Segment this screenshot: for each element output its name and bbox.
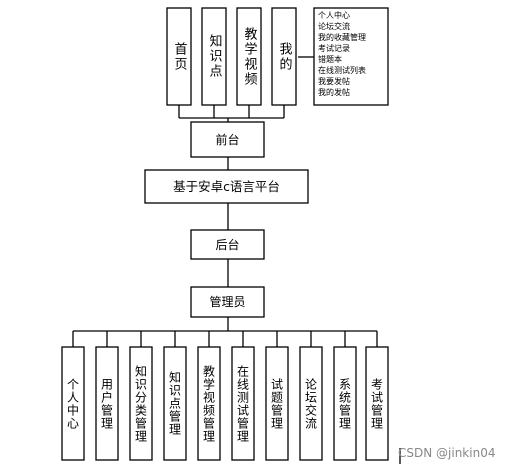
module-knowledge-category-management-label: 知识分类管理 — [133, 364, 148, 443]
module-system-management: 系统管理 — [333, 346, 357, 461]
node-platform-label: 基于安卓c语言平台 — [173, 179, 280, 194]
module-user-management: 用户管理 — [95, 346, 119, 461]
node-home-label: 首页 — [171, 41, 187, 72]
module-online-test-management: 在线测试管理 — [231, 346, 255, 461]
module-user-management-label: 用户管理 — [99, 377, 114, 430]
module-personal-center: 个人中心 — [61, 346, 85, 461]
module-question-management-label: 试题管理 — [269, 377, 284, 430]
module-knowledge-category-management: 知识分类管理 — [129, 346, 153, 461]
my-submenu-item: 我要发帖 — [318, 77, 350, 86]
my-submenu-item: 我的发帖 — [318, 88, 350, 97]
my-submenu-item: 错题本 — [318, 55, 342, 64]
module-teaching-video-management: 教学视频管理 — [197, 346, 221, 461]
node-mine: 我的 — [271, 7, 297, 106]
top-row: 首页 知识点 教学视频 我的 — [166, 7, 297, 106]
node-admin: 管理员 — [190, 286, 265, 318]
module-knowledge-point-management: 知识点管理 — [163, 346, 187, 461]
module-teaching-video-management-label: 教学视频管理 — [201, 364, 216, 443]
my-submenu-item: 我的收藏管理 — [318, 33, 366, 42]
node-knowledge-point: 知识点 — [201, 7, 227, 106]
my-submenu-item: 论坛交流 — [318, 22, 350, 31]
node-frontend-label: 前台 — [215, 132, 239, 147]
node-knowledge-point-label: 知识点 — [206, 34, 222, 79]
module-exam-management: 考试管理 — [365, 346, 389, 461]
node-frontend: 前台 — [190, 121, 265, 158]
module-forum: 论坛交流 — [299, 346, 323, 461]
module-online-test-management-label: 在线测试管理 — [235, 364, 250, 443]
connector-lines — [72, 56, 378, 347]
node-home: 首页 — [166, 7, 192, 106]
admin-modules-row: 个人中心 用户管理 知识分类管理 知识点管理 — [61, 346, 389, 461]
watermark: CSDN @jinkin04 — [398, 446, 496, 460]
node-backend-label: 后台 — [215, 237, 239, 252]
node-teaching-video-label: 教学视频 — [241, 26, 257, 87]
node-platform: 基于安卓c语言平台 — [144, 169, 309, 204]
my-submenu-item: 在线测试列表 — [318, 66, 366, 75]
node-teaching-video: 教学视频 — [236, 7, 262, 106]
module-exam-management-label: 考试管理 — [369, 377, 384, 430]
module-forum-label: 论坛交流 — [303, 377, 318, 430]
module-question-management: 试题管理 — [265, 346, 289, 461]
node-backend: 后台 — [190, 229, 265, 260]
my-submenu-item: 个人中心 — [318, 11, 350, 20]
module-knowledge-point-management-label: 知识点管理 — [167, 371, 182, 436]
my-submenu-list: 个人中心论坛交流我的收藏管理考试记录错题本在线测试列表我要发帖我的发帖 — [316, 10, 388, 98]
module-personal-center-label: 个人中心 — [65, 377, 80, 430]
node-admin-label: 管理员 — [209, 294, 245, 309]
module-system-management-label: 系统管理 — [337, 377, 352, 430]
my-submenu-item: 考试记录 — [318, 44, 350, 53]
node-mine-label: 我的 — [276, 41, 292, 72]
